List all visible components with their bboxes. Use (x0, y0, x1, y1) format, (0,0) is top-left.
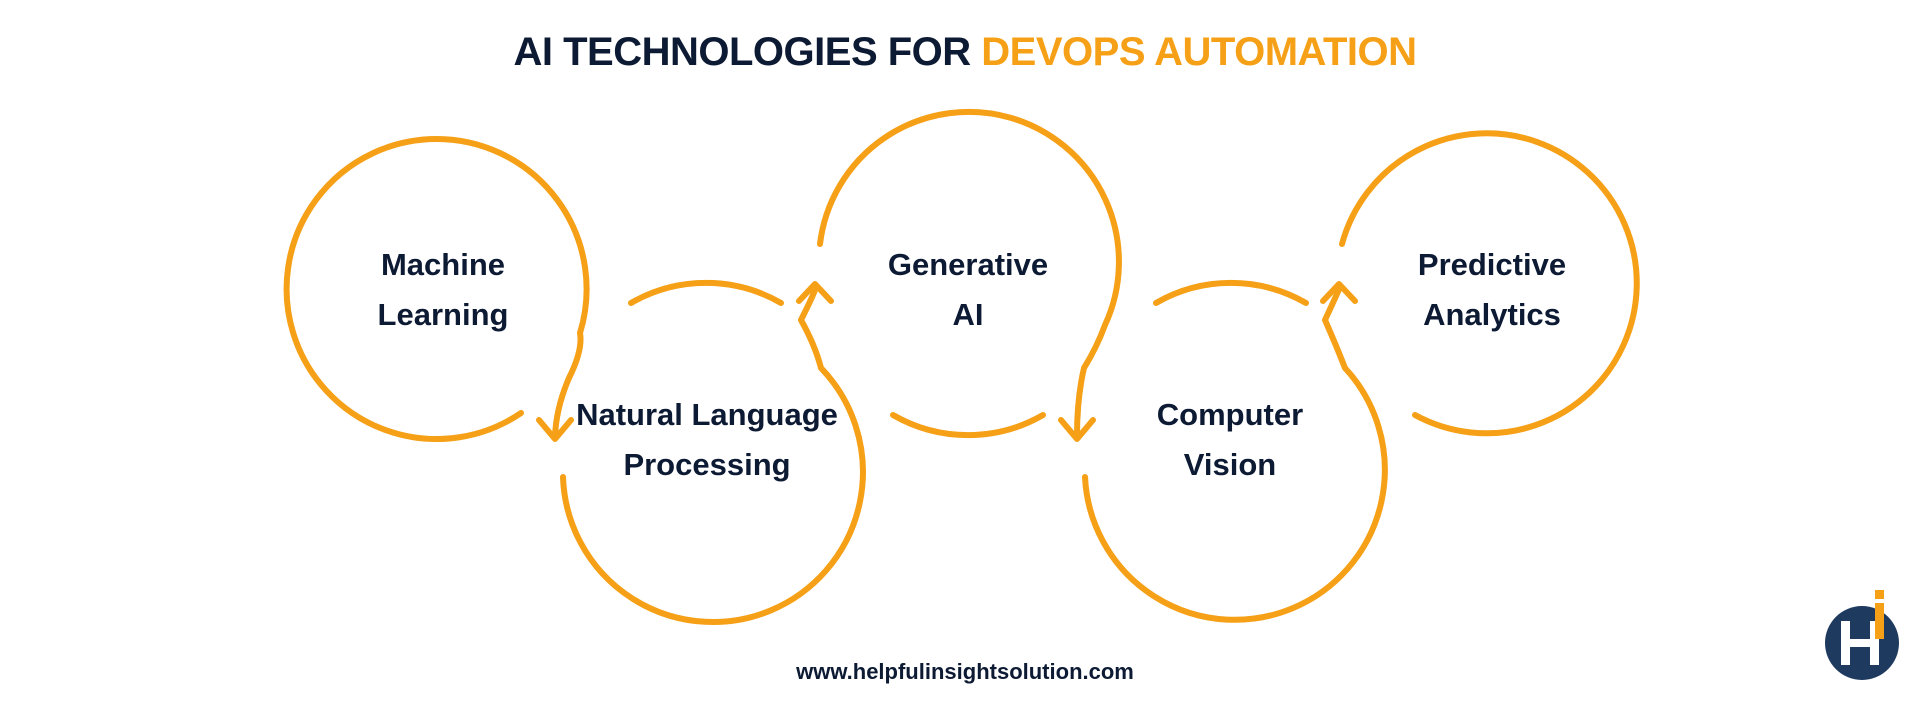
arrow-up-4 (1320, 281, 1358, 304)
arrow-up-2 (796, 281, 834, 304)
node-natural-language-processing: Natural Language Processing (557, 390, 857, 490)
circle-generative-ai-upper (817, 108, 1122, 439)
circle-natural-language-processing-lower (560, 284, 866, 625)
circle-computer-vision-lower (1082, 284, 1388, 623)
title-prefix: AI TECHNOLOGIES FOR (513, 30, 982, 74)
page-title: AI TECHNOLOGIES FOR DEVOPS AUTOMATION (0, 30, 1930, 75)
node-label-line: Computer (1156, 397, 1304, 432)
node-label-line: Generative (887, 247, 1049, 282)
hi-monogram-logo-icon (1825, 590, 1899, 680)
node-label-line: Processing (623, 447, 791, 482)
arrow-down-1 (536, 417, 574, 442)
node-label-line: AI (952, 297, 984, 332)
circle-natural-language-processing (628, 279, 784, 306)
circle-generative-ai-lower (890, 412, 1046, 439)
website-url[interactable]: www.helpfulinsightsolution.com (796, 659, 1134, 684)
circle-machine-learning (283, 136, 590, 442)
node-label-line: Learning (377, 297, 509, 332)
title-highlight: DEVOPS AUTOMATION (981, 30, 1417, 74)
node-label-line: Machine (380, 247, 506, 282)
node-predictive-analytics: Predictive Analytics (1342, 240, 1642, 340)
node-label-line: Analytics (1423, 297, 1561, 332)
node-generative-ai: Generative AI (818, 240, 1118, 340)
arrow-down-3 (1058, 417, 1096, 442)
node-label-line: Natural Language (576, 397, 838, 432)
node-machine-learning: Machine Learning (293, 240, 593, 340)
circle-predictive-analytics (1339, 130, 1640, 437)
node-computer-vision: Computer Vision (1080, 390, 1380, 490)
node-label-line: Vision (1183, 447, 1277, 482)
node-label-line: Predictive (1417, 247, 1567, 282)
circle-computer-vision-upper (1153, 279, 1309, 306)
